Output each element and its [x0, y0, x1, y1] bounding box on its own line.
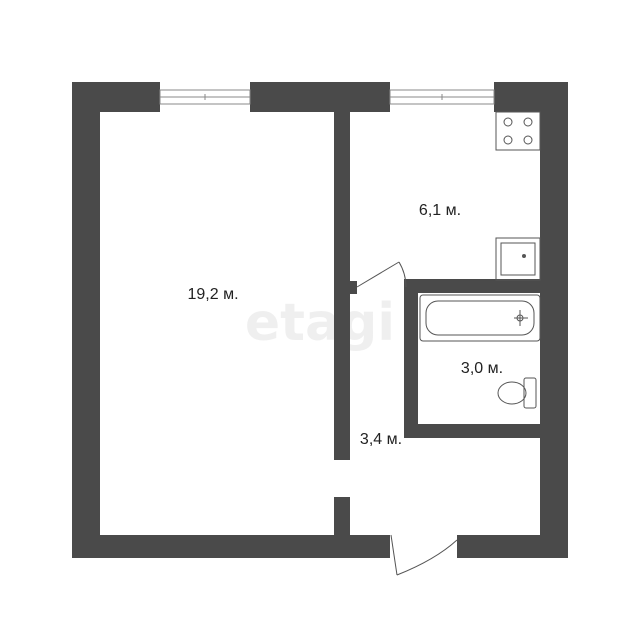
bathtub-icon: [419, 294, 541, 342]
window-kitchen: [389, 89, 495, 105]
exterior-walls: [72, 82, 568, 558]
doors: [356, 261, 458, 576]
bathroom-fixtures: [419, 294, 541, 409]
wall-right: [540, 82, 568, 558]
stove-icon: [495, 111, 541, 151]
door-entrance: [390, 534, 458, 576]
bathroom-wall-left: [404, 279, 418, 438]
room-labels: 19,2 м. 6,1 м. 3,0 м. 3,4 м.: [187, 202, 503, 448]
door-jamb-kitchen: [350, 281, 357, 294]
door-kitchen: [356, 261, 407, 288]
toilet-icon: [497, 377, 537, 409]
interior-walls: [334, 112, 544, 535]
partition-living-lower: [334, 497, 350, 535]
wall-entry-pier: [346, 535, 390, 558]
partition-living-upper: [334, 112, 350, 460]
area-label-living-room: 19,2 м.: [187, 286, 238, 303]
wall-bottom-left: [72, 535, 390, 558]
bathroom-wall-top: [404, 279, 544, 293]
watermark-logo: etagi: [245, 293, 395, 353]
kitchen-sink-icon: [495, 237, 541, 281]
wall-bottom-right: [457, 535, 568, 558]
window-living-room: [159, 89, 251, 105]
area-label-hallway: 3,4 м.: [360, 431, 402, 448]
wall-top-middle: [250, 82, 390, 112]
area-label-bathroom: 3,0 м.: [461, 360, 503, 377]
bathroom-wall-bottom: [404, 424, 544, 438]
area-label-kitchen: 6,1 м.: [419, 202, 461, 219]
kitchen-fixtures: [495, 111, 541, 281]
windows: [159, 89, 495, 105]
wall-left: [72, 82, 100, 558]
